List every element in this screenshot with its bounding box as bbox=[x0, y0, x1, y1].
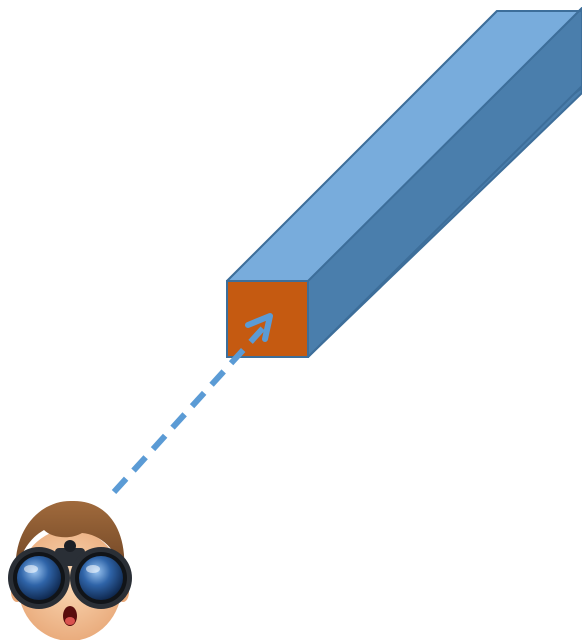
mouth-tongue bbox=[65, 617, 75, 625]
sight-line bbox=[111, 313, 273, 495]
arrowhead-icon bbox=[245, 313, 273, 342]
binocular-right-glint bbox=[86, 565, 100, 573]
sight-line-dashes bbox=[111, 323, 268, 495]
hair bbox=[15, 500, 125, 575]
binocular-left-knob bbox=[64, 540, 76, 552]
observer-with-binoculars-icon bbox=[8, 500, 132, 640]
beam bbox=[226, 7, 582, 358]
binocular-left-glint bbox=[24, 565, 38, 573]
binocular-right-lens bbox=[79, 556, 123, 600]
binocular-left-lens bbox=[17, 556, 61, 600]
binoculars bbox=[8, 540, 132, 609]
